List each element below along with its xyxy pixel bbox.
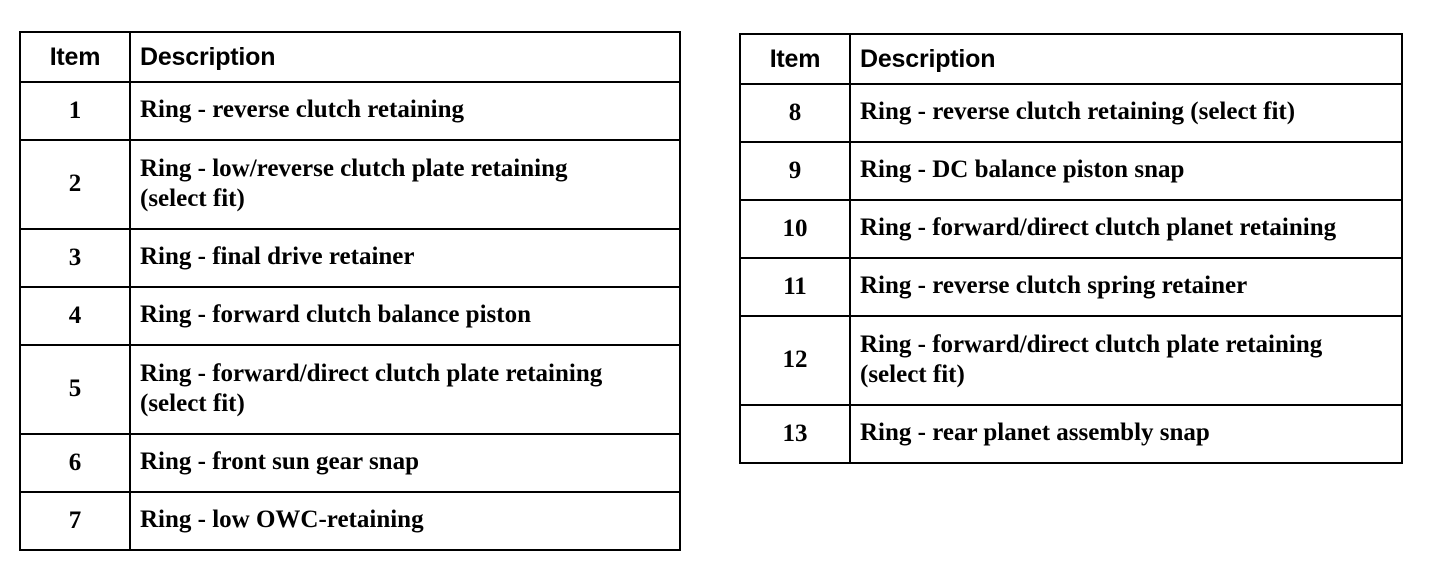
description-line: Ring - reverse clutch spring retainer (860, 272, 1248, 300)
cell-description: Ring - low OWC-retaining (129, 491, 681, 551)
cell-item-number: 8 (739, 83, 851, 143)
cell-item-number: 4 (19, 286, 131, 346)
cell-item-number: 10 (739, 199, 851, 259)
table-row: 6 Ring - front sun gear snap (19, 433, 681, 493)
parts-table-right: Item Description 8 Ring - reverse clutch… (739, 33, 1403, 464)
cell-description: Ring - forward clutch balance piston (129, 286, 681, 346)
cell-description: Ring - forward/direct clutch plate retai… (849, 315, 1403, 406)
cell-description: Ring - low/reverse clutch plate retainin… (129, 139, 681, 230)
column-header-description: Description (129, 31, 681, 83)
cell-description: Ring - DC balance piston snap (849, 141, 1403, 201)
cell-item-number: 11 (739, 257, 851, 317)
header-row: Item Description (19, 31, 681, 83)
table-row: 4 Ring - forward clutch balance piston (19, 286, 681, 346)
header-row: Item Description (739, 33, 1403, 85)
description-line: Ring - rear planet assembly snap (860, 419, 1210, 447)
cell-item-number: 12 (739, 315, 851, 406)
cell-description: Ring - rear planet assembly snap (849, 404, 1403, 464)
column-header-description: Description (849, 33, 1403, 85)
table-body-left: 1 Ring - reverse clutch retaining 2 Ring… (19, 81, 681, 551)
cell-description: Ring - reverse clutch retaining (select … (849, 83, 1403, 143)
cell-item-number: 3 (19, 228, 131, 288)
table-row: 2 Ring - low/reverse clutch plate retain… (19, 139, 681, 230)
cell-item-number: 5 (19, 344, 131, 435)
table-row: 12 Ring - forward/direct clutch plate re… (739, 315, 1403, 406)
description-line: (select fit) (140, 390, 245, 417)
cell-item-number: 6 (19, 433, 131, 493)
description-line: Ring - front sun gear snap (140, 448, 419, 476)
description-line: Ring - forward/direct clutch plate retai… (140, 359, 603, 387)
column-header-item: Item (19, 31, 131, 83)
cell-item-number: 13 (739, 404, 851, 464)
table-body-right: 8 Ring - reverse clutch retaining (selec… (739, 83, 1403, 464)
cell-item-number: 2 (19, 139, 131, 230)
cell-description: Ring - final drive retainer (129, 228, 681, 288)
cell-description: Ring - forward/direct clutch plate retai… (129, 344, 681, 435)
table-row: 9 Ring - DC balance piston snap (739, 141, 1403, 201)
table-header-right: Item Description (739, 33, 1403, 85)
table-header-left: Item Description (19, 31, 681, 83)
table-row: 7 Ring - low OWC-retaining (19, 491, 681, 551)
description-line: Ring - low/reverse clutch plate retainin… (140, 154, 568, 182)
table-row: 5 Ring - forward/direct clutch plate ret… (19, 344, 681, 435)
description-line: Ring - forward clutch balance piston (140, 301, 531, 329)
cell-description: Ring - front sun gear snap (129, 433, 681, 493)
description-line: (select fit) (140, 185, 245, 212)
column-header-item: Item (739, 33, 851, 85)
description-line: Ring - DC balance piston snap (860, 156, 1185, 184)
description-line: (select fit) (860, 361, 965, 388)
cell-item-number: 7 (19, 491, 131, 551)
description-line: Ring - forward/direct clutch plate retai… (860, 330, 1323, 358)
description-line: Ring - final drive retainer (140, 243, 415, 271)
cell-description: Ring - reverse clutch spring retainer (849, 257, 1403, 317)
description-line: Ring - reverse clutch retaining (select … (860, 98, 1296, 126)
table-row: 1 Ring - reverse clutch retaining (19, 81, 681, 141)
table-row: 3 Ring - final drive retainer (19, 228, 681, 288)
description-line: Ring - forward/direct clutch planet reta… (860, 214, 1337, 242)
table-row: 8 Ring - reverse clutch retaining (selec… (739, 83, 1403, 143)
description-line: Ring - reverse clutch retaining (140, 96, 465, 124)
cell-description: Ring - forward/direct clutch planet reta… (849, 199, 1403, 259)
parts-table-left: Item Description 1 Ring - reverse clutch… (19, 31, 681, 551)
table-row: 10 Ring - forward/direct clutch planet r… (739, 199, 1403, 259)
table-row: 13 Ring - rear planet assembly snap (739, 404, 1403, 464)
cell-description: Ring - reverse clutch retaining (129, 81, 681, 141)
cell-item-number: 9 (739, 141, 851, 201)
table-row: 11 Ring - reverse clutch spring retainer (739, 257, 1403, 317)
description-line: Ring - low OWC-retaining (140, 506, 424, 534)
cell-item-number: 1 (19, 81, 131, 141)
